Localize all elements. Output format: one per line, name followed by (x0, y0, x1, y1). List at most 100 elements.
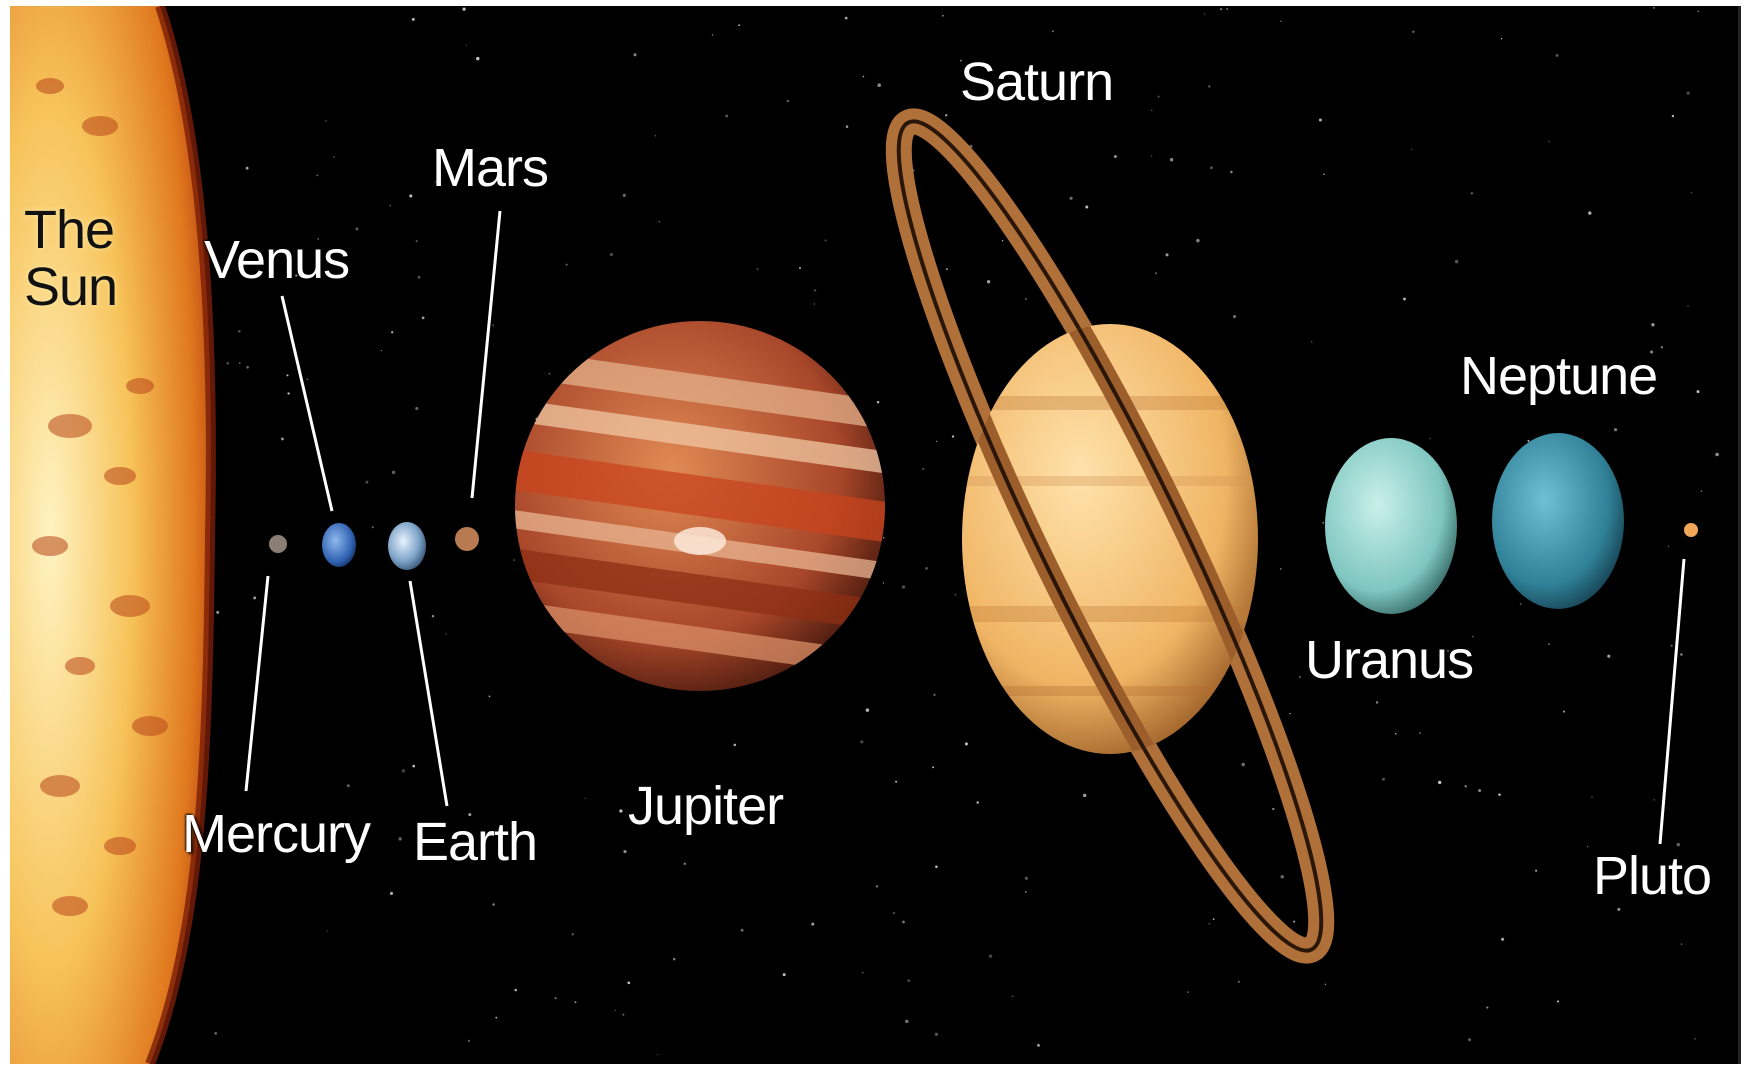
star (238, 330, 241, 333)
star (1012, 996, 1013, 997)
star (1299, 676, 1301, 678)
star (1114, 155, 1117, 158)
star (1403, 298, 1406, 301)
star (281, 437, 284, 440)
star (1395, 733, 1397, 735)
star (1661, 346, 1663, 348)
star (1478, 789, 1481, 792)
star (1025, 298, 1027, 300)
star (1155, 272, 1157, 274)
star (877, 401, 880, 404)
star (627, 981, 630, 984)
star (1419, 732, 1420, 733)
star (566, 264, 568, 266)
star (1165, 253, 1168, 256)
star (287, 392, 289, 394)
star (1272, 808, 1274, 810)
venus-body (322, 523, 356, 567)
venus-pointer (282, 296, 332, 511)
star (365, 481, 368, 484)
star (1196, 239, 1200, 243)
star (1697, 11, 1698, 12)
star (307, 379, 309, 381)
star (1501, 938, 1504, 941)
star (1591, 796, 1593, 798)
star (1293, 921, 1295, 923)
mercury-pointer (246, 576, 268, 791)
star (1614, 428, 1617, 431)
star (286, 374, 288, 376)
star (1280, 875, 1284, 879)
star (883, 582, 884, 583)
star (932, 766, 934, 768)
mars-body (455, 527, 479, 551)
saturn-label: Saturn (960, 54, 1113, 111)
star (623, 850, 626, 853)
star (1213, 918, 1215, 920)
mercury-body (269, 535, 287, 553)
star (418, 276, 421, 279)
star (623, 194, 626, 197)
star (965, 742, 968, 745)
star (412, 765, 415, 768)
star (673, 958, 676, 961)
star (883, 537, 884, 538)
star (1025, 877, 1028, 880)
star (422, 317, 425, 320)
star (1701, 490, 1702, 491)
star (987, 280, 990, 283)
earth-body (388, 522, 426, 570)
sun-label: The Sun (24, 202, 117, 315)
star (633, 53, 636, 56)
star (876, 885, 878, 887)
star (1412, 31, 1414, 33)
mercury-label: Mercury (182, 806, 370, 863)
star (1681, 943, 1683, 945)
star (976, 801, 979, 804)
star (1170, 158, 1173, 161)
star (862, 972, 864, 974)
star (1654, 799, 1655, 800)
star (1548, 643, 1550, 645)
star (902, 921, 905, 924)
star (1242, 763, 1245, 766)
star (877, 83, 881, 87)
star (824, 239, 826, 241)
star (814, 303, 815, 304)
star (725, 115, 728, 118)
star (925, 567, 928, 570)
solar-system-diagram: The Sun Mercury Venus Earth Mars Jupiter… (10, 6, 1741, 1064)
star (1715, 453, 1718, 456)
star (468, 1040, 470, 1042)
star (1548, 141, 1549, 142)
star (1382, 778, 1385, 781)
solar-system-artwork (10, 6, 1738, 1064)
star (466, 45, 467, 46)
star (895, 781, 897, 783)
mars-label: Mars (432, 140, 548, 197)
star (1687, 305, 1688, 306)
star (846, 125, 849, 128)
star (415, 407, 418, 410)
star (1083, 794, 1086, 797)
star (1289, 713, 1290, 714)
uranus-body (1325, 438, 1457, 614)
star (936, 441, 937, 442)
star (866, 708, 870, 712)
star (1157, 96, 1159, 98)
star (1455, 260, 1458, 263)
star (942, 15, 944, 17)
star (1187, 991, 1188, 992)
star (391, 331, 393, 333)
star (246, 167, 249, 170)
star (548, 373, 550, 375)
star (905, 1020, 908, 1023)
star (253, 596, 256, 599)
star (1209, 923, 1211, 925)
star (239, 362, 241, 364)
star (372, 526, 374, 528)
star (712, 34, 713, 35)
earth-pointer (410, 581, 447, 806)
star (1588, 211, 1591, 214)
star (476, 57, 479, 60)
